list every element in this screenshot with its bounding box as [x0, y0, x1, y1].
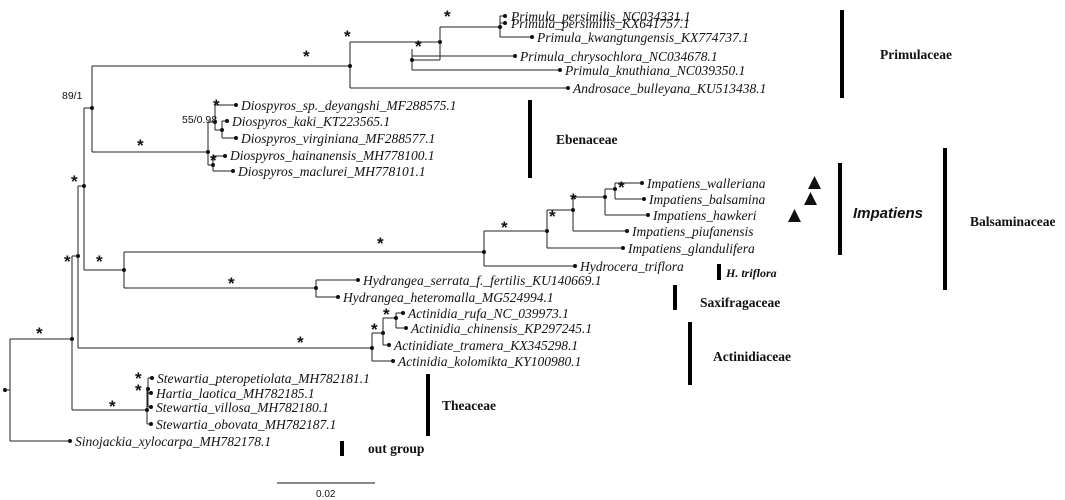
taxon-label: Primula_persimilis_KX641757.1 — [510, 16, 690, 31]
support-star: * — [96, 252, 103, 271]
taxon-label: Diospyros_virginiana_MF288577.1 — [240, 131, 435, 146]
support-star: * — [371, 320, 378, 339]
taxon-label: Stewartia_villosa_MH782180.1 — [156, 400, 329, 415]
support-star: * — [137, 136, 144, 155]
taxon-label: Hydrangea_heteromalla_MG524994.1 — [342, 290, 554, 305]
support-star: * — [444, 7, 451, 26]
taxon-label: Sinojackia_xylocarpa_MH782178.1 — [75, 434, 271, 449]
support-value: 55/0.98 — [182, 114, 217, 126]
clade-bars — [340, 10, 947, 456]
taxon-label: Stewartia_pteropetiolata_MH782181.1 — [157, 371, 370, 386]
support-star: * — [109, 397, 116, 416]
support-star: * — [415, 37, 422, 56]
support-star: * — [135, 369, 142, 388]
support-star: * — [570, 190, 577, 209]
support-star: * — [344, 27, 351, 46]
taxon-label: Impatiens_walleriana — [646, 176, 766, 191]
tree-branches — [5, 15, 648, 442]
taxon-label: Primula_chrysochlora_NC034678.1 — [519, 49, 718, 64]
support-values: * * * * 89/1 * 55/0.98 * * * * * * * * *… — [36, 7, 625, 416]
support-value: 89/1 — [62, 90, 83, 102]
support-star: * — [383, 305, 390, 324]
taxon-label: Diospyros_hainanensis_MH778100.1 — [229, 148, 435, 163]
taxon-label: Androsace_bulleyana_KU513438.1 — [572, 81, 766, 96]
marker-triangles — [788, 176, 821, 222]
support-star: * — [228, 274, 235, 293]
support-star: * — [618, 178, 625, 197]
support-star: * — [549, 207, 556, 226]
h-triflora-label: H. triflora — [725, 266, 777, 280]
taxon-label: Impatiens_glandulifera — [627, 241, 755, 256]
taxon-label: Impatiens_hawkeri — [652, 208, 757, 223]
triangle-marker — [788, 209, 801, 222]
taxon-label: Actinidia_kolomikta_KY100980.1 — [397, 354, 581, 369]
taxon-label: Diospyros_kaki_KT223565.1 — [231, 114, 390, 129]
support-star: * — [303, 47, 310, 66]
taxon-label: Actinidia_chinensis_KP297245.1 — [410, 321, 592, 336]
support-star: * — [213, 96, 220, 115]
taxon-label: Hartia_laotica_MH782185.1 — [155, 386, 315, 401]
taxon-label: Diospyros_sp._deyangshi_MF288575.1 — [240, 98, 457, 113]
taxon-label: Stewartia_obovata_MH782187.1 — [156, 417, 336, 432]
saxifragaceae-label: Saxifragaceae — [700, 295, 780, 310]
ebenaceae-label: Ebenaceae — [556, 132, 618, 147]
primulaceae-label: Primulaceae — [880, 47, 952, 62]
support-star: * — [377, 234, 384, 253]
scale-bar: 0.02 — [277, 482, 375, 500]
taxon-label: Impatiens_balsamina — [648, 192, 765, 207]
support-star: * — [210, 151, 217, 170]
taxon-label: Primula_kwangtungensis_KX774737.1 — [536, 30, 749, 45]
taxon-label: Actinidiate_tramera_KX345298.1 — [393, 338, 578, 353]
taxon-labels: Primula_persimilis_NC034331.1 Primula_pe… — [75, 9, 766, 449]
support-star: * — [297, 333, 304, 352]
node-dots — [3, 14, 650, 443]
actinidiaceae-label: Actinidiaceae — [713, 349, 791, 364]
balsaminaceae-label: Balsaminaceae — [970, 214, 1056, 229]
support-star: * — [501, 218, 508, 237]
triangle-marker — [804, 192, 817, 205]
taxon-label: Primula_knuthiana_NC039350.1 — [564, 63, 745, 78]
taxon-label: Primula_persimilis_NC034331.1 — [510, 9, 691, 24]
taxon-label: Hydrangea_serrata_f._fertilis_KU140669.1 — [362, 273, 602, 288]
support-star: * — [71, 172, 78, 191]
group-labels: Primulaceae Ebenaceae Impatiens Balsamin… — [368, 47, 1056, 456]
taxon-label: Diospyros_maclurei_MH778101.1 — [237, 164, 426, 179]
support-star: * — [36, 324, 43, 343]
taxon-label: Impatiens_piufanensis — [631, 224, 754, 239]
impatiens-label: Impatiens — [853, 205, 923, 222]
taxon-label: Actinidia_rufa_NC_039973.1 — [407, 306, 569, 321]
support-star: * — [64, 252, 71, 271]
outgroup-label: out group — [368, 441, 424, 456]
theaceae-label: Theaceae — [442, 398, 496, 413]
taxon-label: Hydrocera_triflora — [579, 259, 684, 274]
triangle-marker — [808, 176, 821, 189]
scale-bar-label: 0.02 — [316, 489, 336, 500]
support-star: * — [135, 381, 142, 400]
